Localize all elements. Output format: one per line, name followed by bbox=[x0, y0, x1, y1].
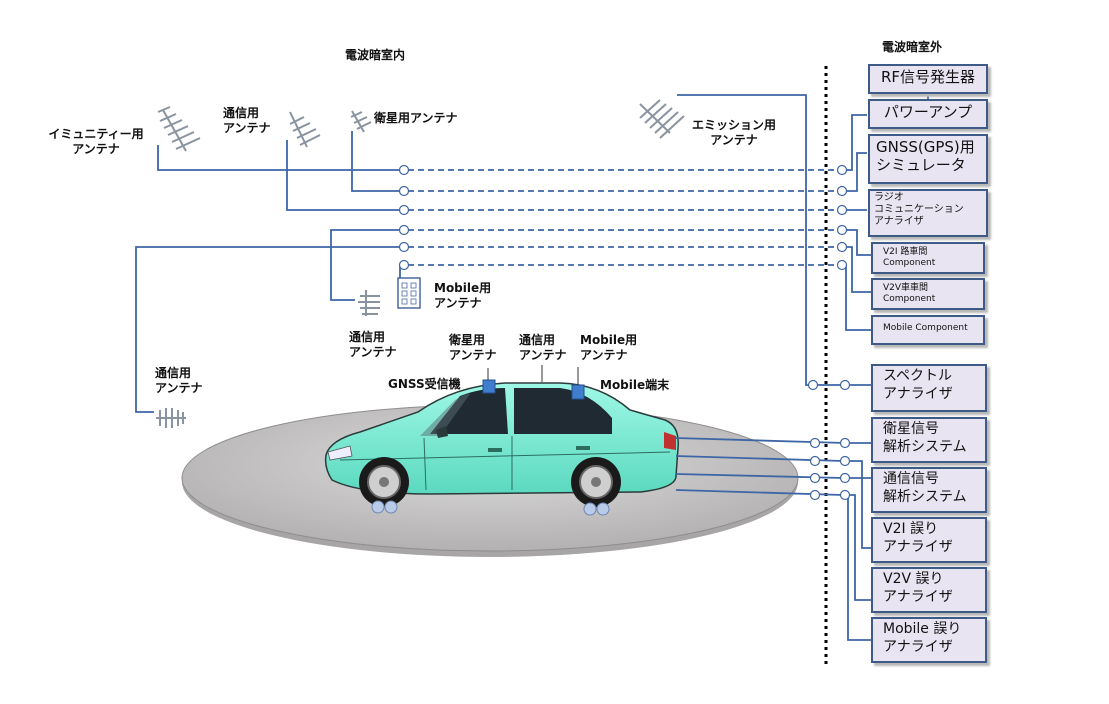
mobile-error-line1: Mobile 誤り bbox=[883, 621, 962, 637]
radio-analyzer-line1: ラジオ bbox=[874, 192, 904, 203]
mobile-antenna-label-line1: Mobile用 bbox=[434, 281, 492, 295]
power-amplifier-box: パワーアンプ bbox=[868, 99, 988, 129]
satellite-analysis-line1: 衛星信号 bbox=[883, 421, 939, 437]
comm-left-antenna-label-line1: 通信用 bbox=[155, 366, 192, 380]
comm-mid-antenna-label-line2: アンテナ bbox=[349, 345, 397, 359]
emission-antenna-label-line1: エミッション用 bbox=[691, 118, 776, 132]
v2v-component-line2: Component bbox=[883, 294, 936, 304]
car-mobile-antenna-label-line1: Mobile用 bbox=[580, 333, 638, 347]
mobile-error-analyzer-box: Mobile 誤り アナライザ bbox=[871, 617, 987, 663]
car-mobile-antenna-label: Mobile用 アンテナ bbox=[580, 333, 637, 363]
v2v-error-line1: V2V 誤り bbox=[883, 571, 944, 587]
spectrum-analyzer-box: スペクトル アナライザ bbox=[871, 364, 987, 412]
radio-communication-analyzer-box: ラジオ コミュニケーション アナライザ bbox=[868, 189, 988, 237]
emission-antenna-label: エミッション用 アンテナ bbox=[680, 118, 788, 148]
v2v-error-line2: アナライザ bbox=[883, 589, 953, 605]
immunity-antenna-label-line1: イミュニティー用 bbox=[48, 127, 144, 141]
satellite-analysis-line2: 解析システム bbox=[883, 439, 967, 455]
mobile-component-box: Mobile Component bbox=[871, 315, 985, 345]
emission-antenna-label-line2: アンテナ bbox=[710, 133, 758, 147]
immunity-antenna-label-line2: アンテナ bbox=[72, 142, 120, 156]
connectors bbox=[398, 164, 851, 501]
car bbox=[324, 382, 679, 516]
gnss-receiver-label: GNSS受信機 bbox=[388, 377, 461, 391]
mobile-antenna-icon bbox=[397, 277, 421, 309]
radio-analyzer-line3: アナライザ bbox=[874, 216, 924, 227]
comm-top-antenna-label-line2: アンテナ bbox=[223, 121, 271, 135]
car-satellite-antenna-label: 衛星用 アンテナ bbox=[449, 333, 497, 363]
immunity-antenna-label: イミュニティー用 アンテナ bbox=[36, 127, 156, 157]
comm-signal-analysis-box: 通信信号 解析システム bbox=[871, 467, 987, 513]
v2i-error-line2: アナライザ bbox=[883, 539, 953, 555]
rf-signal-generator-box: RF信号発生器 bbox=[868, 64, 988, 94]
comm-top-antenna-icon bbox=[289, 111, 321, 148]
comm-left-antenna-icon bbox=[156, 408, 186, 428]
car-satellite-antenna-label-line1: 衛星用 bbox=[449, 333, 486, 347]
satellite-top-antenna-label: 衛星用アンテナ bbox=[374, 111, 458, 125]
comm-mid-antenna-icon bbox=[358, 290, 380, 316]
mobile-antenna-label: Mobile用 アンテナ bbox=[434, 281, 491, 311]
comm-mid-antenna-label: 通信用 アンテナ bbox=[349, 330, 397, 360]
header-chamber-outside: 電波暗室外 bbox=[882, 40, 943, 54]
radio-analyzer-line2: コミュニケーション bbox=[874, 204, 964, 215]
comm-mid-antenna-label-line1: 通信用 bbox=[349, 330, 386, 344]
comm-top-antenna-label: 通信用 アンテナ bbox=[223, 106, 271, 136]
car-satellite-antenna-icon bbox=[482, 379, 496, 394]
header-chamber-inside: 電波暗室内 bbox=[345, 48, 406, 62]
comm-left-antenna-label: 通信用 アンテナ bbox=[155, 366, 203, 396]
car-mobile-antenna-label-line2: アンテナ bbox=[580, 348, 628, 362]
mobile-terminal-label: Mobile端末 bbox=[600, 378, 670, 392]
comm-left-antenna-label-line2: アンテナ bbox=[155, 381, 203, 395]
v2v-error-analyzer-box: V2V 誤り アナライザ bbox=[871, 567, 987, 613]
satellite-top-antenna-icon bbox=[350, 110, 372, 133]
v2v-component-box: V2V車車間 Component bbox=[871, 278, 985, 310]
car-comm-antenna-label: 通信用 アンテナ bbox=[519, 333, 567, 363]
v2i-component-line2: Component bbox=[883, 258, 936, 268]
v2v-component-line1: V2V車車間 bbox=[883, 283, 929, 293]
gnss-simulator-line1: GNSS(GPS)用 bbox=[876, 138, 975, 156]
v2i-component-line1: V2I 路車間 bbox=[883, 247, 928, 257]
mobile-error-line2: アナライザ bbox=[883, 639, 953, 655]
comm-analysis-line1: 通信信号 bbox=[883, 471, 939, 487]
gnss-simulator-line2: シミュレータ bbox=[876, 156, 966, 174]
mobile-antenna-label-line2: アンテナ bbox=[434, 296, 482, 310]
satellite-signal-analysis-box: 衛星信号 解析システム bbox=[871, 417, 987, 463]
car-comm-antenna-label-line1: 通信用 bbox=[519, 333, 556, 347]
car-mobile-antenna-icon bbox=[571, 384, 585, 400]
gnss-simulator-box: GNSS(GPS)用 シミュレータ bbox=[868, 134, 988, 184]
comm-top-antenna-label-line1: 通信用 bbox=[223, 106, 260, 120]
cable-network bbox=[135, 92, 929, 641]
spectrum-analyzer-line2: アナライザ bbox=[883, 386, 953, 402]
v2i-component-box: V2I 路車間 Component bbox=[871, 242, 985, 274]
v2i-error-analyzer-box: V2I 誤り アナライザ bbox=[871, 517, 987, 563]
car-satellite-antenna-label-line2: アンテナ bbox=[449, 348, 497, 362]
emission-antenna-icon bbox=[639, 99, 685, 139]
comm-analysis-line2: 解析システム bbox=[883, 489, 967, 505]
spectrum-analyzer-line1: スペクトル bbox=[883, 368, 953, 384]
immunity-antenna-icon bbox=[157, 106, 201, 152]
car-comm-antenna-label-line2: アンテナ bbox=[519, 348, 567, 362]
v2i-error-line1: V2I 誤り bbox=[883, 521, 939, 537]
